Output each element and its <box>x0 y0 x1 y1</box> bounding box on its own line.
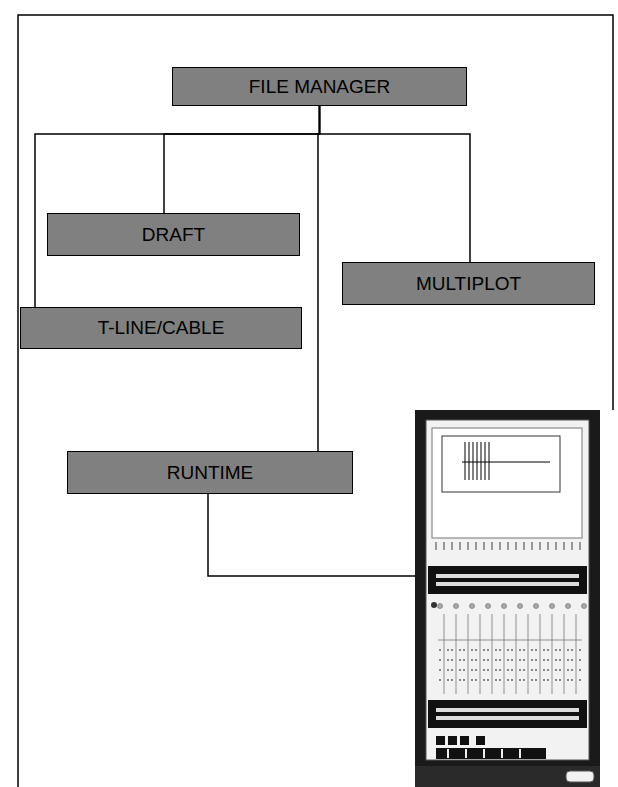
box-label: T-LINE/CABLE <box>88 317 235 339</box>
connector-line <box>35 106 320 307</box>
connector-line <box>164 106 320 213</box>
box-label: MULTIPLOT <box>406 273 531 295</box>
module-box: MULTIPLOT <box>342 262 595 305</box>
connector-line <box>318 106 320 451</box>
box-label: FILE MANAGER <box>239 76 400 98</box>
module-box: DRAFT <box>47 213 300 256</box>
module-box: RUNTIME <box>67 451 353 494</box>
connector-line <box>320 106 471 262</box>
module-box: FILE MANAGER <box>172 67 467 106</box>
module-box: T-LINE/CABLE <box>20 307 302 349</box>
box-label: DRAFT <box>132 224 215 246</box>
box-label: RUNTIME <box>157 462 264 484</box>
